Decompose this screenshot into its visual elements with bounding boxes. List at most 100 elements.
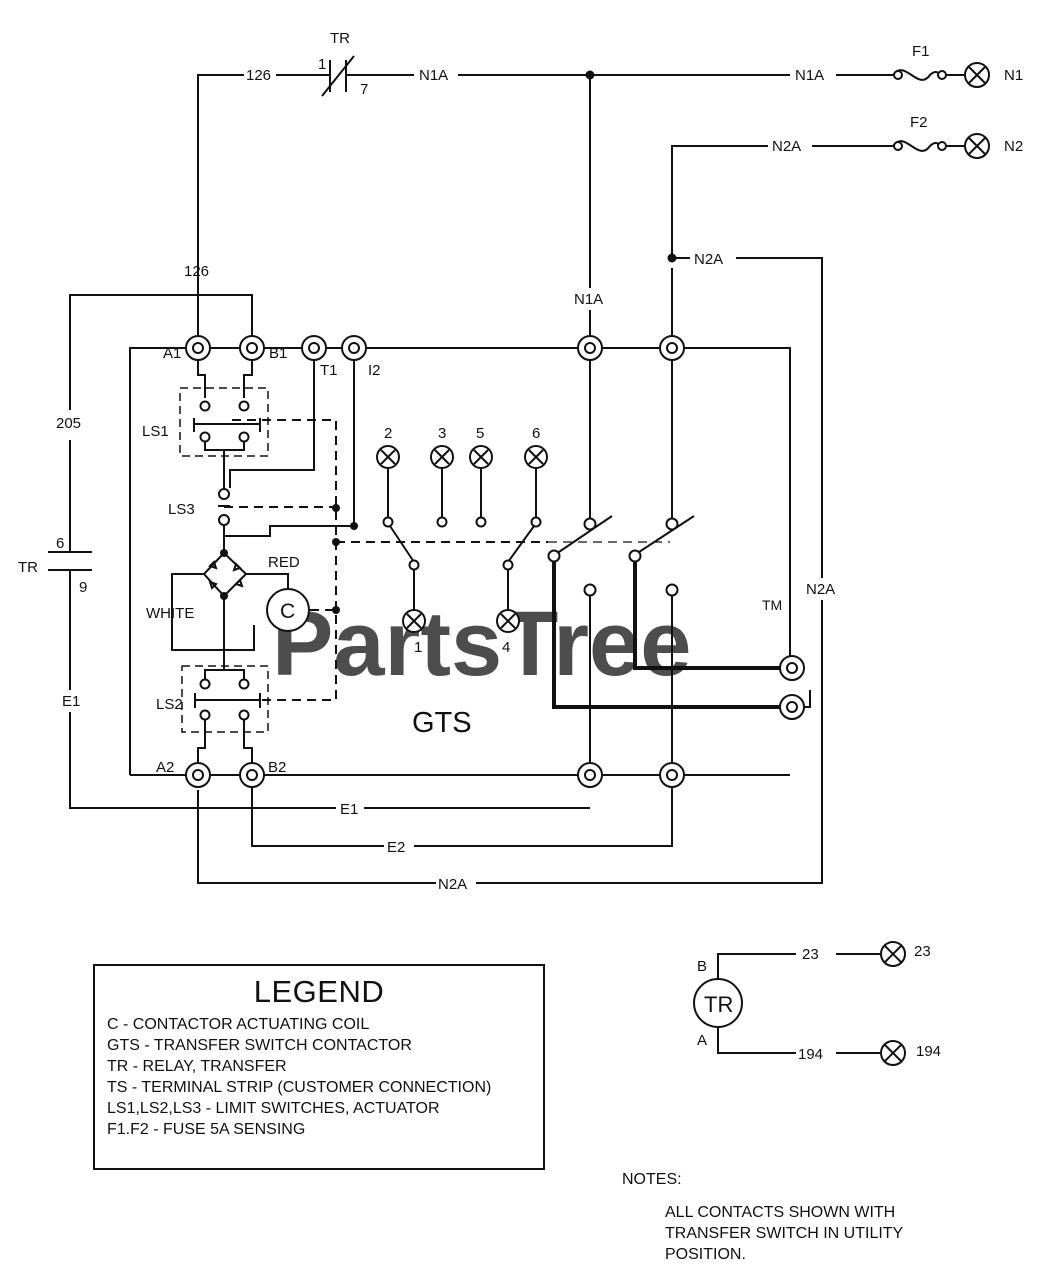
label-wire-194: 194	[798, 1046, 823, 1063]
label-ls3: LS3	[168, 501, 195, 518]
terminal-load-2	[779, 694, 805, 720]
tr-contact-1-7	[318, 55, 360, 97]
terminal-a1	[185, 335, 211, 361]
watermark: PartsTree TM	[272, 593, 782, 695]
tr-relay	[693, 941, 906, 1066]
label-red: RED	[268, 554, 300, 571]
gts-enclosure	[129, 347, 791, 776]
tr-contact-6-9	[48, 551, 92, 571]
watermark-text: PartsTree	[272, 593, 691, 695]
legend-item: GTS - TRANSFER SWITCH CONTACTOR	[107, 1037, 412, 1054]
terminal-e2	[659, 762, 685, 788]
legend-item: TS - TERMINAL STRIP (CUSTOMER CONNECTION…	[107, 1079, 492, 1096]
ls3-switch	[218, 360, 358, 537]
label-lamp-6: 6	[532, 425, 540, 442]
label-lamp-4: 4	[502, 639, 510, 656]
legend-item: TR - RELAY, TRANSFER	[107, 1058, 287, 1075]
label-e1-left: E1	[62, 693, 80, 710]
label-tr-6: 6	[56, 535, 64, 552]
terminals-top	[185, 335, 685, 361]
lamp-5-icon	[469, 445, 493, 469]
coil-c-icon	[266, 588, 310, 632]
lamp-194-icon	[880, 1040, 906, 1066]
label-tr-7: 7	[360, 81, 368, 98]
wire-126	[197, 74, 318, 338]
label-lamp-1: 1	[414, 639, 422, 656]
label-i2: I2	[368, 362, 381, 379]
legend-box: LEGEND C - CONTACTOR ACTUATING COIL GTS …	[93, 964, 545, 1170]
label-lamp-3: 3	[438, 425, 446, 442]
lamp-6-icon	[524, 445, 548, 469]
watermark-tm: TM	[762, 597, 782, 613]
label-a1: A1	[163, 345, 181, 362]
label-tr-a: A	[697, 1032, 707, 1049]
label-tr-9: 9	[79, 579, 87, 596]
terminal-a2	[185, 762, 211, 788]
left-wiring	[48, 294, 590, 809]
wire-n2a-top	[671, 145, 893, 336]
ls1-switch	[179, 360, 337, 608]
terminal-t1	[301, 335, 327, 361]
label-n1a-b: N1A	[795, 67, 824, 84]
label-a2: A2	[156, 759, 174, 776]
label-tr-1: 1	[318, 56, 326, 73]
label-white: WHITE	[146, 605, 194, 622]
label-wire-126: 126	[184, 263, 209, 280]
legend-list: C - CONTACTOR ACTUATING COIL GTS - TRANS…	[107, 1014, 491, 1140]
ls2-switch	[181, 612, 337, 763]
label-coil-c: C	[280, 600, 295, 623]
terminal-b1	[239, 335, 265, 361]
bottom-wiring	[251, 787, 673, 847]
label-lamp-5: 5	[476, 425, 484, 442]
label-e1-bottom: E1	[340, 801, 358, 818]
legend-item: LS1,LS2,LS3 - LIMIT SWITCHES, ACTUATOR	[107, 1100, 440, 1117]
terminal-b2	[239, 762, 265, 788]
label-n1a-a: N1A	[419, 67, 448, 84]
label-n2a-mid: N2A	[694, 251, 723, 268]
lamp-n1-icon	[964, 62, 990, 88]
legend-item: F1.F2 - FUSE 5A SENSING	[107, 1121, 306, 1138]
label-n1a-vert: N1A	[574, 291, 603, 308]
label-tr-relay: TR	[704, 992, 733, 1017]
legend-title: LEGEND	[253, 974, 385, 1009]
label-n2: N2	[1004, 138, 1023, 155]
label-ls2: LS2	[156, 696, 183, 713]
terminals-bottom	[185, 655, 805, 788]
label-e2-bottom: E2	[387, 839, 405, 856]
terminal-load-1	[779, 655, 805, 681]
label-n2a-bottom: N2A	[438, 876, 467, 893]
notes-heading: NOTES:	[622, 1171, 682, 1188]
lamp-23-icon	[880, 941, 906, 967]
label-gts: GTS	[412, 707, 472, 739]
diagram-labels: TR 1 7 126 N1A N1A F1 N1 F2 N2A N2 N2A 1…	[18, 30, 1023, 1063]
lamp-1-icon	[402, 609, 426, 633]
top-wiring	[197, 55, 990, 884]
label-n2a-top: N2A	[772, 138, 801, 155]
label-tr-b: B	[697, 958, 707, 975]
label-wire-126-top: 126	[246, 67, 271, 84]
label-n1: N1	[1004, 67, 1023, 84]
label-ls1: LS1	[142, 423, 169, 440]
label-f1: F1	[912, 43, 930, 60]
label-t1: T1	[320, 362, 338, 379]
label-wire-23: 23	[802, 946, 819, 963]
notes-text: ALL CONTACTS SHOWN WITH TRANSFER SWITCH …	[665, 1204, 903, 1263]
terminal-e1	[577, 762, 603, 788]
lamp-n2-icon	[964, 133, 990, 159]
gts-switch-contacts	[376, 360, 811, 763]
terminal-n1a	[577, 335, 603, 361]
label-n2a-right: N2A	[806, 581, 835, 598]
label-b2: B2	[268, 759, 286, 776]
lamp-2-icon	[376, 445, 400, 469]
label-lamp-2: 2	[384, 425, 392, 442]
label-lamp-194: 194	[916, 1043, 941, 1060]
label-f2: F2	[910, 114, 928, 131]
terminal-i2	[341, 335, 367, 361]
label-tr-top: TR	[330, 30, 350, 47]
label-lamp-23: 23	[914, 943, 931, 960]
label-tr-left: TR	[18, 559, 38, 576]
label-b1: B1	[269, 345, 287, 362]
label-wire-205: 205	[56, 415, 81, 432]
terminal-n2a	[659, 335, 685, 361]
